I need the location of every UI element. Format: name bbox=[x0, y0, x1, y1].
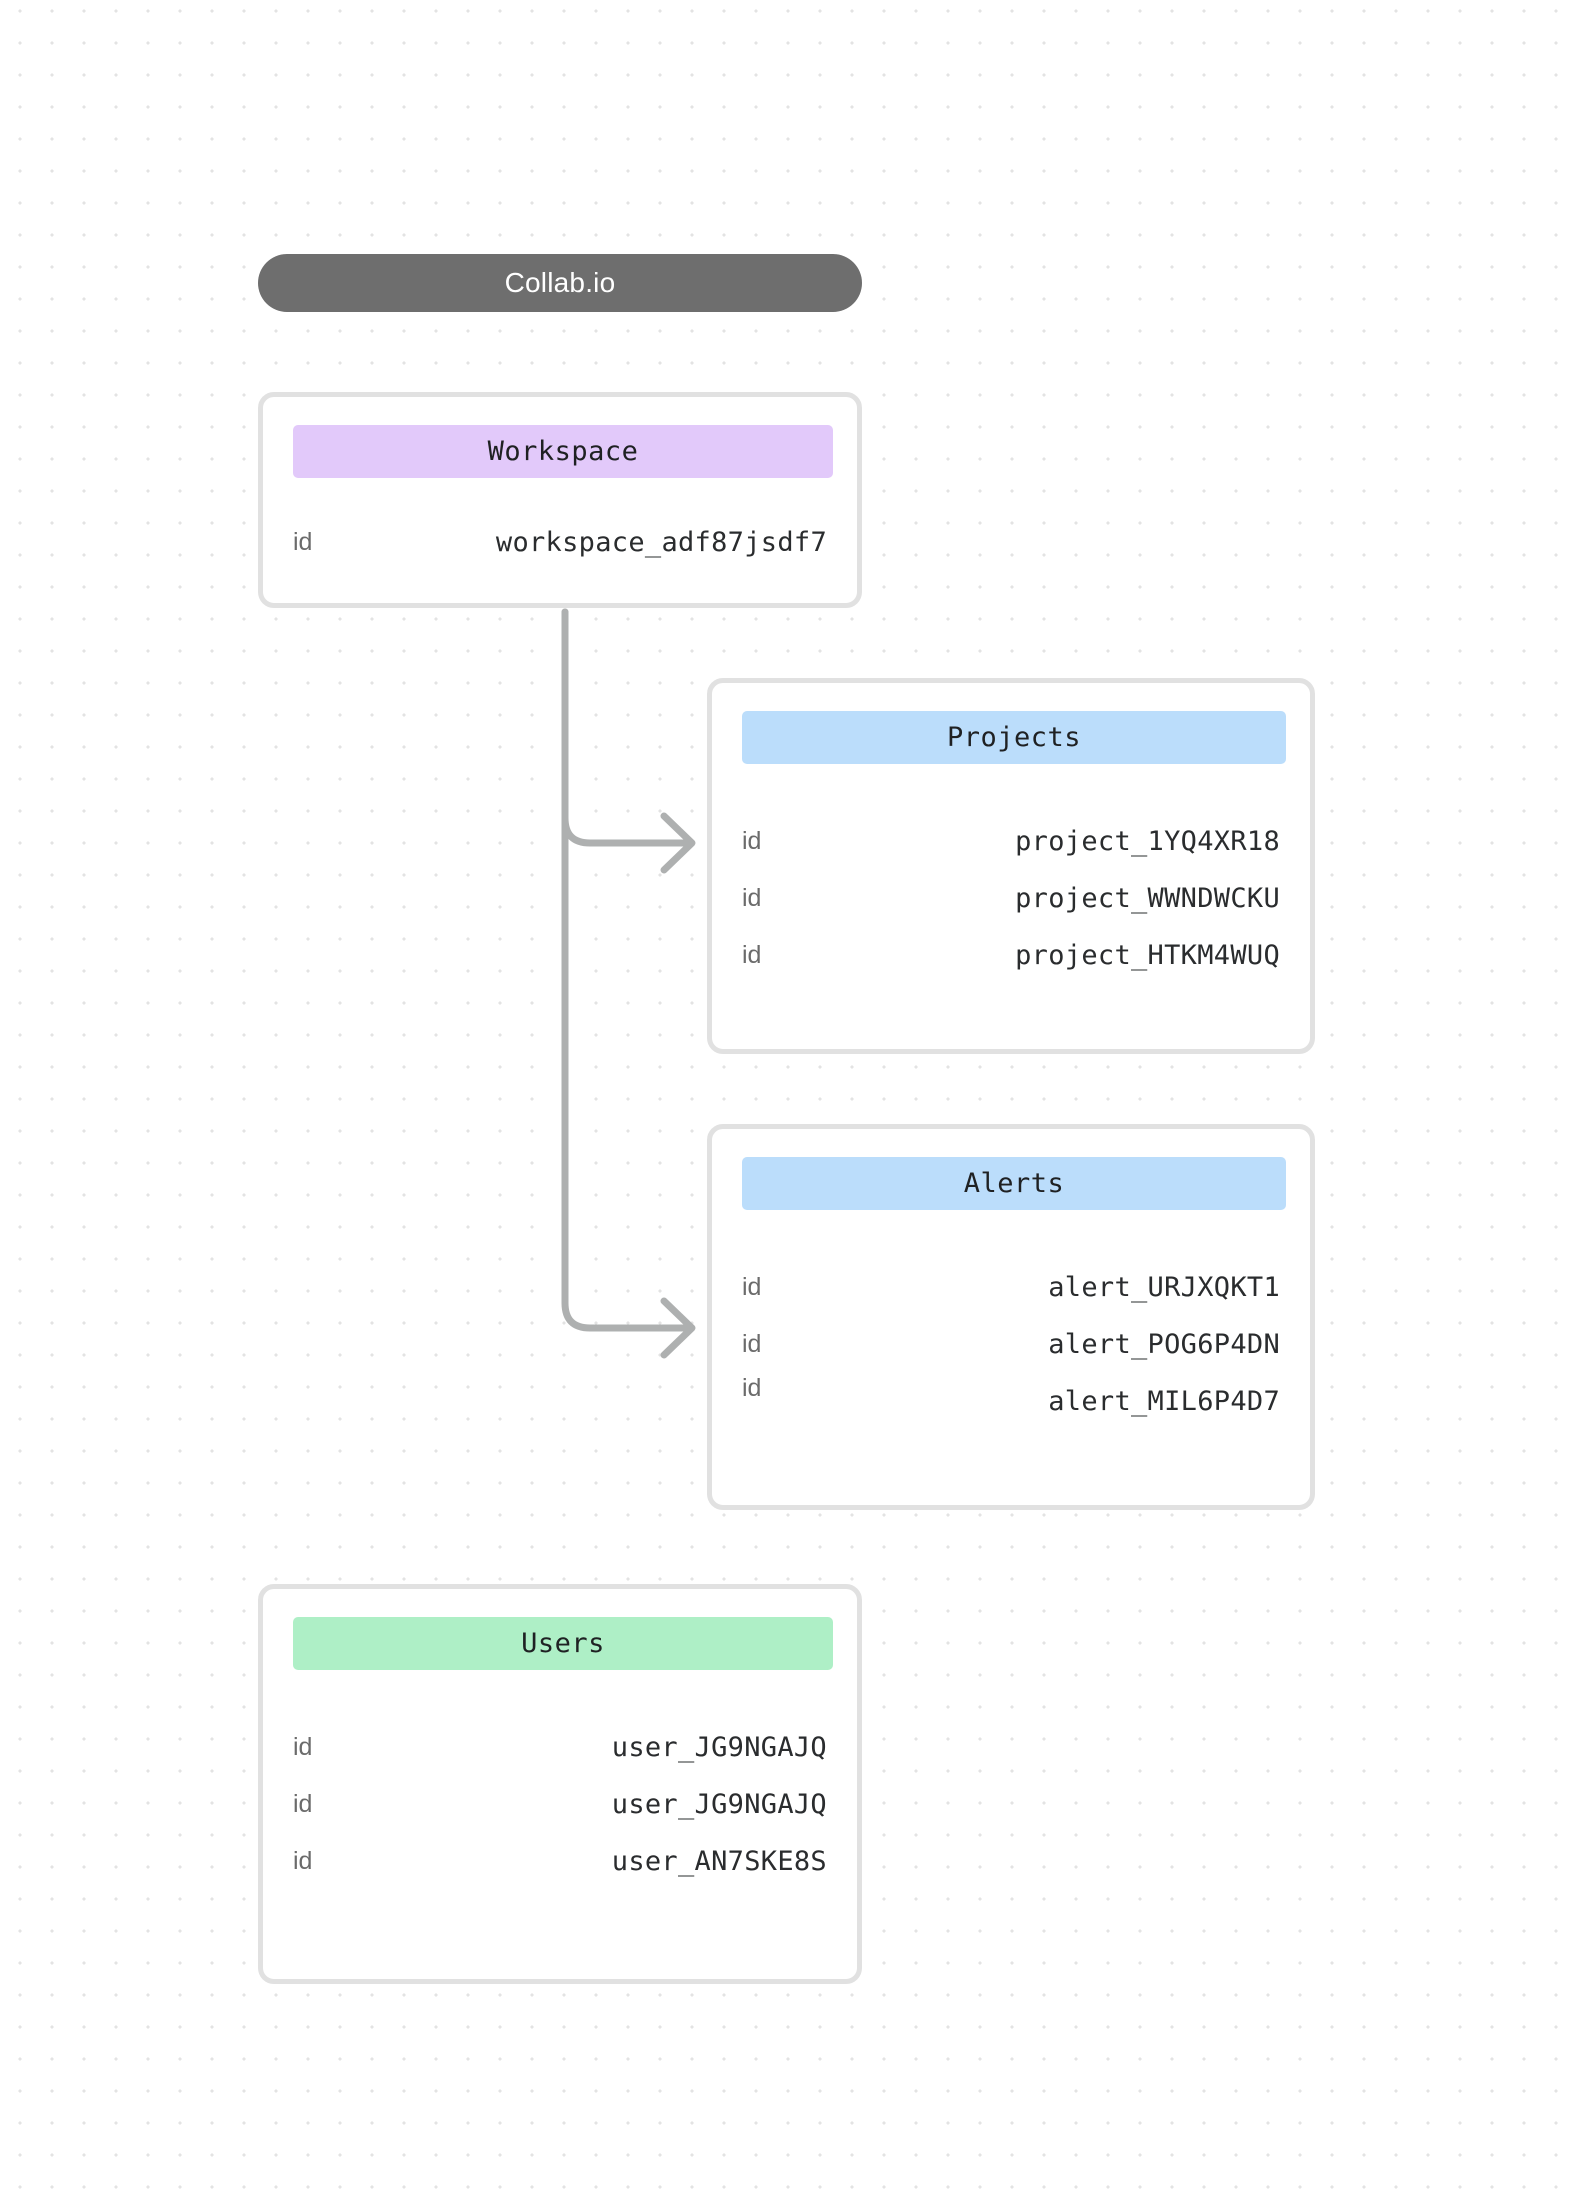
table-row[interactable]: id alert_URJXQKT1 bbox=[712, 1259, 1310, 1316]
entity-rows-workspace: id workspace_adf87jsdf7 bbox=[263, 514, 857, 571]
row-key: id bbox=[742, 827, 762, 855]
app-title-label: Collab.io bbox=[504, 267, 616, 298]
entity-title-projects: Projects bbox=[946, 722, 1082, 753]
entity-title-users: Users bbox=[521, 1628, 605, 1659]
row-value: user_JG9NGAJQ bbox=[611, 1732, 827, 1763]
row-key: id bbox=[293, 1790, 313, 1818]
entity-card-workspace[interactable]: Workspace id workspace_adf87jsdf7 bbox=[258, 392, 862, 608]
table-row[interactable]: id alert_MIL6P4D7 bbox=[712, 1373, 1310, 1430]
table-row[interactable]: id user_JG9NGAJQ bbox=[263, 1719, 857, 1776]
entity-card-projects[interactable]: Projects id project_1YQ4XR18 id project_… bbox=[707, 678, 1315, 1054]
table-row[interactable]: id user_AN7SKE8S bbox=[263, 1833, 857, 1890]
row-value: project_WWNDWCKU bbox=[1015, 883, 1280, 914]
entity-rows-users: id user_JG9NGAJQ id user_JG9NGAJQ id use… bbox=[263, 1719, 857, 1890]
arrowhead-projects bbox=[660, 812, 696, 874]
entity-title-workspace: Workspace bbox=[487, 436, 639, 467]
app-title-pill: Collab.io bbox=[258, 254, 862, 312]
entity-header-users: Users bbox=[293, 1617, 833, 1670]
row-value: alert_MIL6P4D7 bbox=[1048, 1386, 1280, 1417]
connector-workspace-to-projects bbox=[561, 608, 692, 847]
row-key: id bbox=[742, 1374, 762, 1402]
entity-rows-projects: id project_1YQ4XR18 id project_WWNDWCKU … bbox=[712, 813, 1310, 984]
entity-rows-alerts: id alert_URJXQKT1 id alert_POG6P4DN id a… bbox=[712, 1259, 1310, 1430]
row-value: user_AN7SKE8S bbox=[611, 1846, 827, 1877]
row-key: id bbox=[293, 528, 313, 556]
table-row[interactable]: id workspace_adf87jsdf7 bbox=[263, 514, 857, 571]
row-value: project_HTKM4WUQ bbox=[1015, 940, 1280, 971]
row-key: id bbox=[742, 1273, 762, 1301]
table-row[interactable]: id user_JG9NGAJQ bbox=[263, 1776, 857, 1833]
entity-card-alerts[interactable]: Alerts id alert_URJXQKT1 id alert_POG6P4… bbox=[707, 1124, 1315, 1510]
row-key: id bbox=[742, 884, 762, 912]
entity-card-users[interactable]: Users id user_JG9NGAJQ id user_JG9NGAJQ … bbox=[258, 1584, 862, 1984]
row-value: project_1YQ4XR18 bbox=[1015, 826, 1280, 857]
row-value: alert_URJXQKT1 bbox=[1048, 1272, 1280, 1303]
entity-header-alerts: Alerts bbox=[742, 1157, 1286, 1210]
table-row[interactable]: id project_HTKM4WUQ bbox=[712, 927, 1310, 984]
arrowhead-alerts bbox=[660, 1297, 696, 1359]
row-key: id bbox=[742, 941, 762, 969]
entity-title-alerts: Alerts bbox=[963, 1168, 1065, 1199]
table-row[interactable]: id project_WWNDWCKU bbox=[712, 870, 1310, 927]
connector-workspace-to-alerts bbox=[561, 608, 692, 1332]
row-value: workspace_adf87jsdf7 bbox=[495, 527, 827, 558]
row-key: id bbox=[293, 1733, 313, 1761]
row-value: alert_POG6P4DN bbox=[1048, 1329, 1280, 1360]
row-key: id bbox=[293, 1847, 313, 1875]
entity-header-workspace: Workspace bbox=[293, 425, 833, 478]
table-row[interactable]: id alert_POG6P4DN bbox=[712, 1316, 1310, 1373]
table-row[interactable]: id project_1YQ4XR18 bbox=[712, 813, 1310, 870]
entity-header-projects: Projects bbox=[742, 711, 1286, 764]
row-key: id bbox=[742, 1330, 762, 1358]
row-value: user_JG9NGAJQ bbox=[611, 1789, 827, 1820]
